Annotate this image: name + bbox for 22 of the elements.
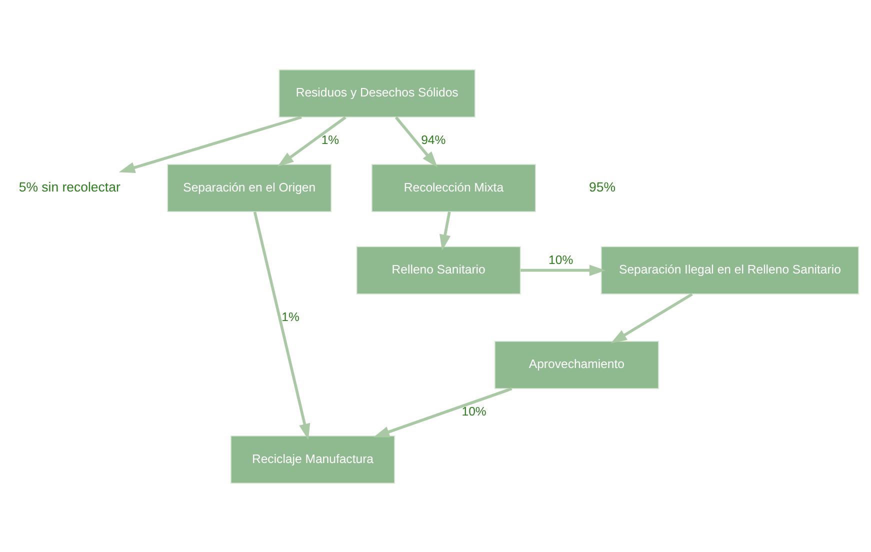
node-box: Reciclaje Manufactura xyxy=(230,434,396,484)
edge-label: 10% xyxy=(548,252,574,267)
edge-label: 94% xyxy=(421,132,446,146)
node-box: Aprovechamiento xyxy=(494,340,659,389)
node-box: Recolección Mixta xyxy=(371,163,536,212)
edge-label: 1% xyxy=(321,132,340,146)
node-box: Residuos y Desechos Sólidos xyxy=(278,68,476,118)
label: 95% xyxy=(588,179,616,194)
node-text: 5% sin recolectar xyxy=(18,179,120,194)
arrow xyxy=(440,211,451,250)
arrow xyxy=(253,211,310,440)
arrow xyxy=(520,264,606,276)
node-box: Separación en el Origen xyxy=(167,163,332,212)
node-box: Relleno Sanitario xyxy=(356,246,521,294)
arrow xyxy=(278,116,346,166)
arrow xyxy=(373,386,512,437)
edge-label: 10% xyxy=(462,404,486,418)
arrow xyxy=(394,116,438,167)
arrow xyxy=(118,115,302,172)
edge-label: 1% xyxy=(282,309,300,324)
node-box: Separación Ilegal en el Relleno Sanitario xyxy=(600,246,860,294)
arrow xyxy=(610,292,693,343)
